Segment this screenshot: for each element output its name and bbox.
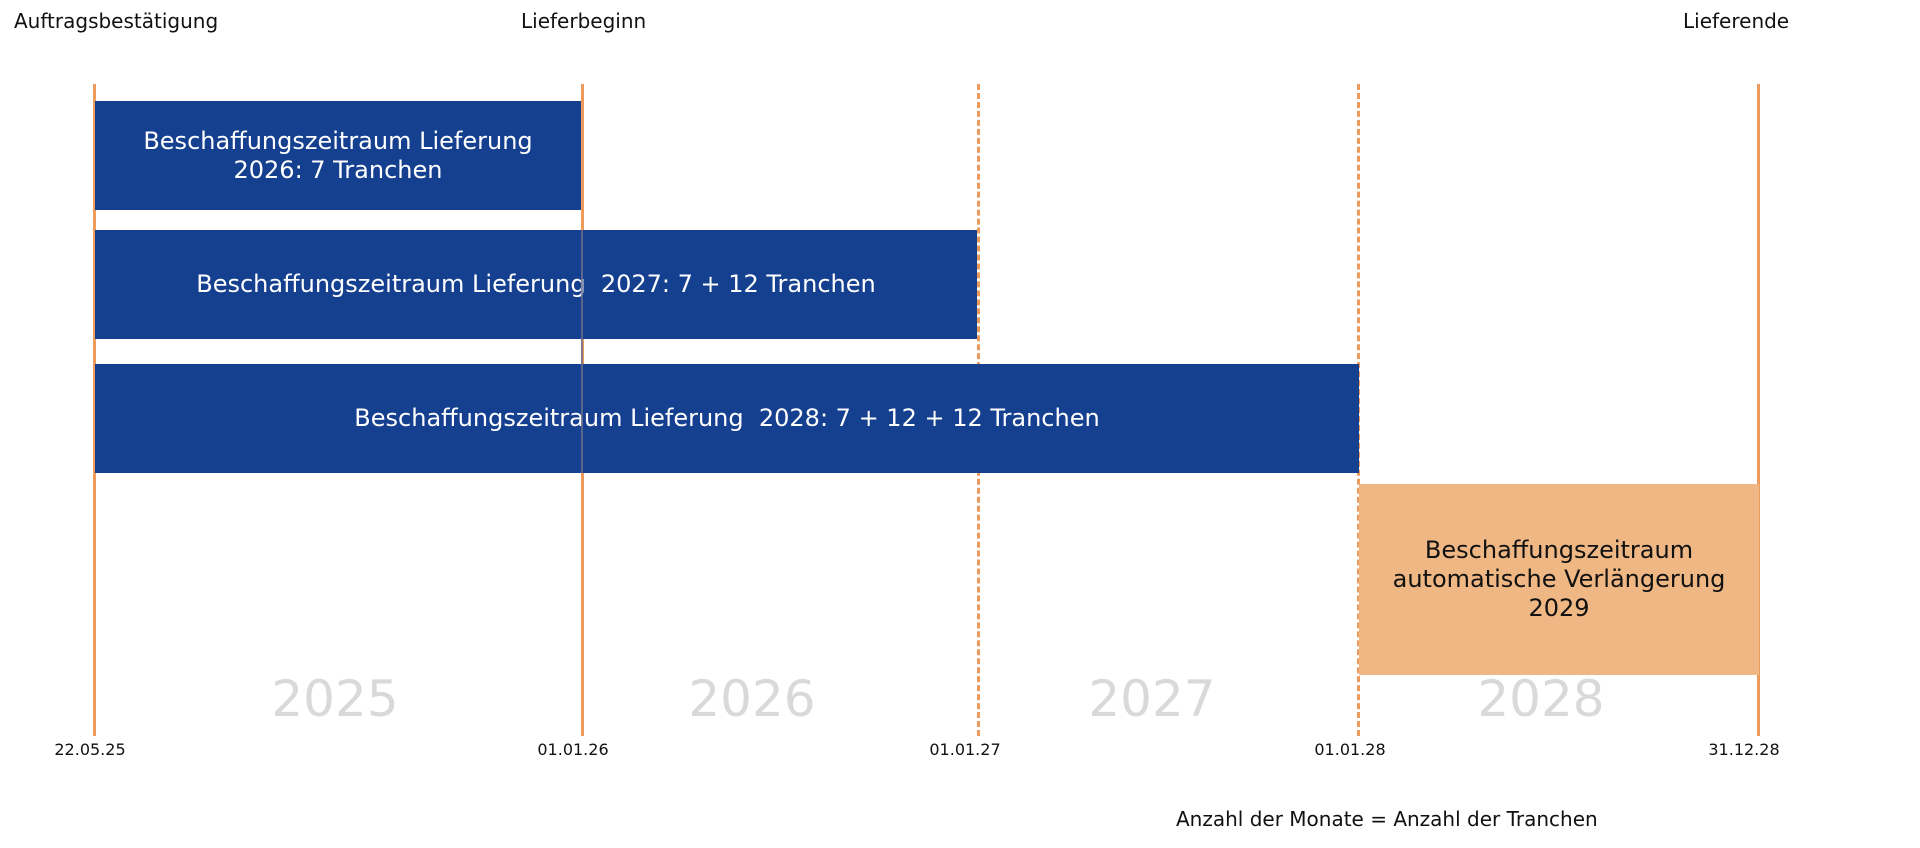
year-label-2025: 2025 bbox=[271, 670, 399, 728]
milestone-label-lieferbeginn: Lieferbeginn bbox=[521, 9, 647, 33]
milestone-label-lieferende: Lieferende bbox=[1683, 9, 1790, 33]
date-label-2027: 01.01.27 bbox=[929, 740, 1001, 759]
timeline-line-lieferende bbox=[1757, 84, 1760, 736]
timeline-line-start bbox=[93, 84, 96, 736]
year-label-2026: 2026 bbox=[688, 670, 816, 728]
bar-automatische-verlaengerung-2029: Beschaffungszeitraum automatische Verlän… bbox=[1359, 484, 1759, 675]
date-label-lieferbeginn: 01.01.26 bbox=[537, 740, 609, 759]
bar-lieferung-2027: Beschaffungszeitraum Lieferung 2027: 7 +… bbox=[95, 230, 977, 339]
date-label-start: 22.05.25 bbox=[54, 740, 126, 759]
bar-lieferung-2026: Beschaffungszeitraum Lieferung 2026: 7 T… bbox=[95, 101, 581, 210]
milestone-label-auftragsbestaetigung: Auftragsbestätigung bbox=[14, 9, 219, 33]
timeline-line-lieferbeginn-overlay bbox=[581, 230, 583, 473]
year-label-2027: 2027 bbox=[1088, 670, 1216, 728]
date-label-lieferende: 31.12.28 bbox=[1708, 740, 1780, 759]
footnote: Anzahl der Monate = Anzahl der Tranchen bbox=[1176, 807, 1598, 831]
year-label-2028: 2028 bbox=[1477, 670, 1605, 728]
date-label-2028: 01.01.28 bbox=[1314, 740, 1386, 759]
bar-lieferung-2028: Beschaffungszeitraum Lieferung 2028: 7 +… bbox=[95, 364, 1359, 473]
